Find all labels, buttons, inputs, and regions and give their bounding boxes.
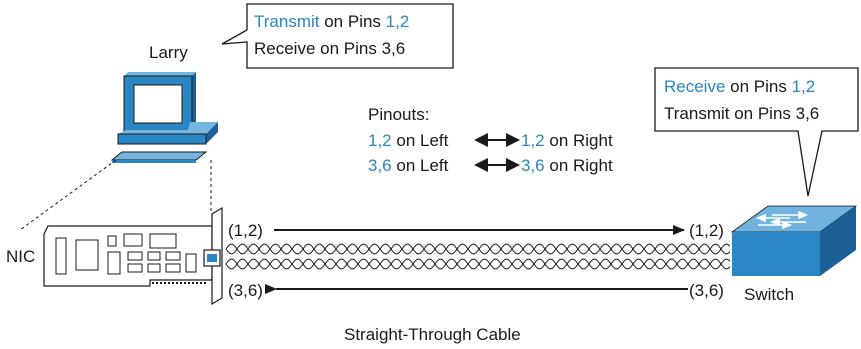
double-arrow-icon bbox=[474, 158, 520, 172]
pinouts-legend: Pinouts: 1,2 on Left 1,2 on Right 3,6 on… bbox=[368, 105, 613, 175]
pc-callout-line2: Receive on Pins 3,6 bbox=[254, 39, 405, 58]
cable-strand bbox=[225, 258, 731, 270]
cable-strand bbox=[225, 243, 731, 255]
switch-callout-pins: 1,2 bbox=[792, 77, 816, 96]
switch-callout-mid: on Pins bbox=[725, 77, 791, 96]
cable-caption: Straight-Through Cable bbox=[344, 325, 521, 344]
svg-text:Receive on Pins 1,2: Receive on Pins 1,2 bbox=[664, 77, 815, 96]
cable-strand bbox=[225, 258, 731, 270]
left-top-pins: (1,2) bbox=[228, 221, 263, 240]
pc-to-nic-dash-left bbox=[19, 159, 117, 231]
nic-label: NIC bbox=[6, 247, 35, 266]
pc-icon bbox=[110, 72, 218, 163]
right-top-pins: (1,2) bbox=[689, 221, 724, 240]
switch-label: Switch bbox=[744, 285, 794, 304]
switch-callout: Receive on Pins 1,2 Transmit on Pins 3,6 bbox=[654, 67, 859, 197]
pinouts-row1-left: 1,2 on Left bbox=[368, 131, 449, 150]
switch-callout-line2: Transmit on Pins 3,6 bbox=[664, 104, 819, 123]
pc-callout-mid: on Pins bbox=[320, 12, 386, 31]
pinouts-row1-right: 1,2 on Right bbox=[521, 131, 613, 150]
pinouts-row2-right: 3,6 on Right bbox=[521, 156, 613, 175]
pc-label: Larry bbox=[149, 43, 188, 62]
double-arrow-icon bbox=[474, 133, 520, 147]
pinouts-title: Pinouts: bbox=[368, 105, 429, 124]
left-bottom-pins: (3,6) bbox=[228, 281, 263, 300]
right-bottom-pins: (3,6) bbox=[689, 281, 724, 300]
cable-strand bbox=[225, 243, 731, 255]
pc-callout: Transmit on Pins 1,2 Receive on Pins 3,6 bbox=[221, 3, 454, 69]
pc-callout-verb: Transmit bbox=[254, 12, 320, 31]
pc-callout-pins: 1,2 bbox=[386, 12, 410, 31]
switch-icon bbox=[730, 205, 858, 276]
svg-text:Transmit on Pins 1,2: Transmit on Pins 1,2 bbox=[254, 12, 409, 31]
switch-callout-verb: Receive bbox=[664, 77, 725, 96]
twisted-pair-cable bbox=[225, 243, 731, 270]
pinouts-row2-left: 3,6 on Left bbox=[368, 156, 449, 175]
nic-card-icon bbox=[43, 206, 223, 306]
